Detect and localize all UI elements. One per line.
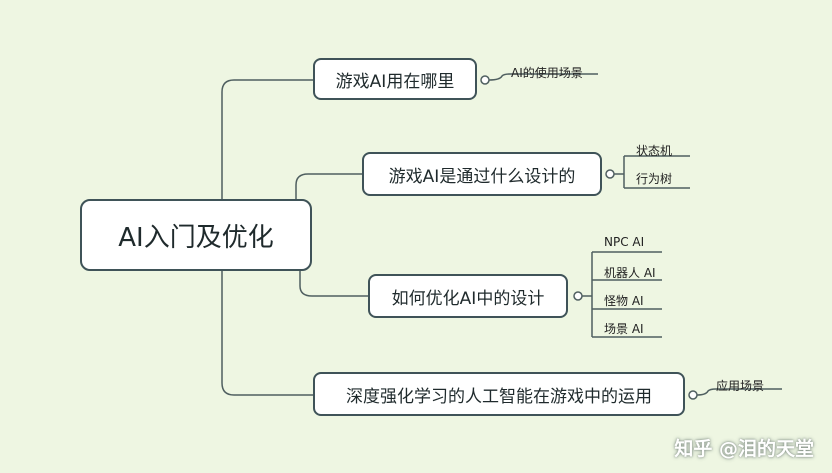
connector-usage-leaf: [488, 73, 598, 81]
collapse-knob-usage[interactable]: [480, 75, 490, 85]
branch-node-design[interactable]: 游戏AI是通过什么设计的: [362, 152, 602, 196]
branch-node-drl[interactable]: 深度强化学习的人工智能在游戏中的运用: [313, 372, 685, 416]
leaf-robot-ai[interactable]: 机器人 AI: [604, 266, 656, 280]
connector-root-usage: [221, 79, 313, 199]
connector-drl-leaf: [696, 388, 782, 396]
zhihu-watermark: 知乎 @泪的天堂: [674, 438, 814, 460]
collapse-knob-drl[interactable]: [688, 390, 698, 400]
leaf-application-scene[interactable]: 应用场景: [716, 379, 765, 393]
connector-root-optimize: [299, 271, 368, 297]
connector-root-drl: [221, 271, 313, 396]
branch-node-usage[interactable]: 游戏AI用在哪里: [313, 58, 477, 100]
root-node[interactable]: AI入门及优化: [80, 199, 312, 271]
collapse-knob-optimize[interactable]: [573, 291, 583, 301]
branch-label: 深度强化学习的人工智能在游戏中的运用: [346, 386, 652, 407]
leaf-behavior-tree[interactable]: 行为树: [636, 172, 673, 186]
leaf-npc-ai[interactable]: NPC AI: [604, 235, 645, 249]
branch-label: 游戏AI是通过什么设计的: [388, 166, 576, 187]
branch-label: 游戏AI用在哪里: [335, 71, 455, 92]
leaf-state-machine[interactable]: 状态机: [636, 144, 673, 158]
leaf-usage-scene[interactable]: AI的使用场景: [511, 66, 583, 80]
branch-node-optimize[interactable]: 如何优化AI中的设计: [368, 274, 568, 318]
collapse-knob-design[interactable]: [605, 169, 615, 179]
connector-root-design: [295, 173, 362, 199]
branch-label: 如何优化AI中的设计: [391, 288, 545, 309]
leaf-monster-ai[interactable]: 怪物 AI: [604, 294, 644, 308]
leaf-scene-ai[interactable]: 场景 AI: [604, 322, 644, 336]
root-label: AI入门及优化: [118, 222, 274, 253]
